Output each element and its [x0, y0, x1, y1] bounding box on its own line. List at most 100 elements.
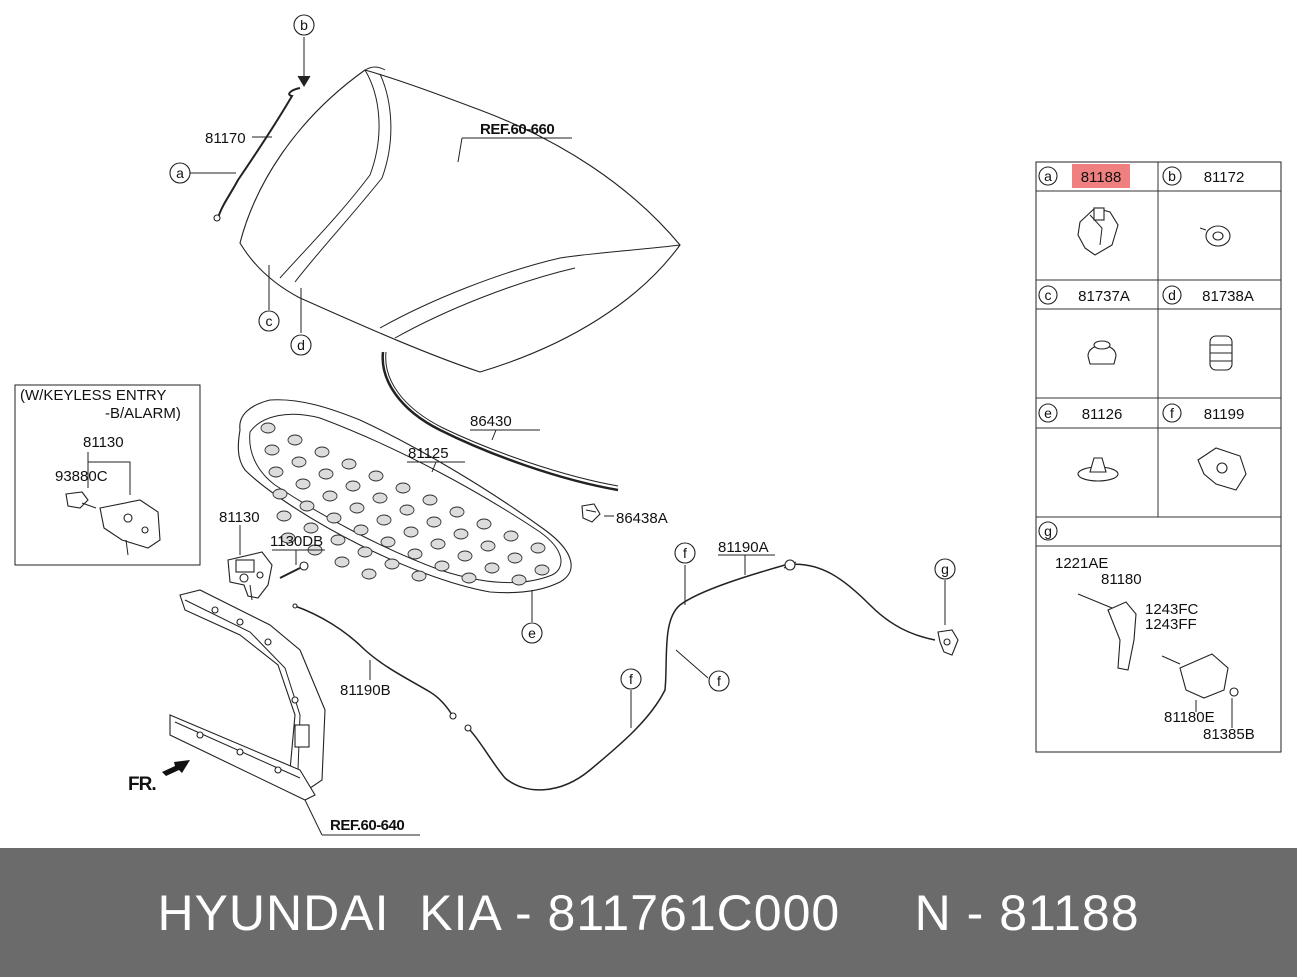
- table-letter-a: a: [1044, 168, 1052, 184]
- pad-hole: [534, 564, 550, 576]
- table-letter-g: g: [1044, 523, 1052, 539]
- pad-hole: [349, 502, 365, 514]
- pad-hole: [318, 468, 334, 480]
- clip-81188-icon: [1077, 207, 1119, 256]
- pad-hole: [268, 466, 284, 478]
- hood-latch-diagram: REF.60-660 REF.60-640 FR. 81170 86430 81…: [14, 14, 1282, 836]
- bumper-81737A-icon: [1087, 340, 1117, 365]
- pad-hole: [276, 510, 292, 522]
- pad-hole: [476, 518, 492, 530]
- table-letter-c: c: [1045, 287, 1052, 303]
- table-part-81738A: 81738A: [1202, 288, 1254, 305]
- pad-hole: [484, 562, 500, 574]
- pad-hole: [326, 512, 342, 524]
- callout-f-right: f: [717, 673, 721, 689]
- table-letter-e: e: [1044, 405, 1052, 421]
- pad-hole: [264, 444, 280, 456]
- callout-e: e: [528, 625, 536, 641]
- inset-title-line2: -B/ALARM): [105, 405, 181, 422]
- table-part-81180: 81180: [1101, 571, 1142, 588]
- hood-release-cable-a: [467, 563, 936, 791]
- part-number-banner: HYUNDAI KIA - 811761C000 N - 81188: [0, 848, 1297, 977]
- weatherstrip-clip: [581, 503, 601, 523]
- pad-hole: [426, 516, 442, 528]
- callouts: b a c d e f f f g: [169, 14, 956, 692]
- front-label: FR.: [128, 774, 156, 795]
- inset-title-line1: (W/KEYLESS ENTRY: [20, 387, 166, 404]
- pad-hole: [453, 528, 469, 540]
- pad-hole: [291, 456, 307, 468]
- table-letter-f: f: [1170, 405, 1174, 421]
- inset-label-81130: 81130: [83, 434, 124, 451]
- hood-latch: [227, 551, 273, 601]
- label-81130-main: 81130: [219, 509, 260, 526]
- pad-hole: [457, 550, 473, 562]
- pad-hole: [511, 574, 527, 586]
- pad-hole: [295, 478, 311, 490]
- pad-hole: [330, 534, 346, 546]
- table-part-81126: 81126: [1082, 406, 1123, 423]
- pad-hole: [422, 494, 438, 506]
- pad-hole: [480, 540, 496, 552]
- pad-hole: [461, 572, 477, 584]
- callout-a: a: [176, 165, 184, 181]
- pad-hole: [287, 434, 303, 446]
- table-part-81737A: 81737A: [1078, 288, 1130, 305]
- pad-hole: [334, 556, 350, 568]
- radiator-support-frame: [169, 589, 326, 801]
- callout-f-bottom: f: [629, 671, 633, 687]
- pad-hole: [434, 560, 450, 572]
- table-part-81172: 81172: [1204, 169, 1245, 186]
- pad-hole: [407, 548, 423, 560]
- hood-release-cable-b: [294, 605, 453, 716]
- grommet-81172-icon: [1199, 225, 1231, 247]
- table-part-1221AE: 1221AE: [1055, 555, 1108, 572]
- table-part-81199: 81199: [1204, 406, 1245, 423]
- pad-hole: [372, 492, 388, 504]
- hood-panel: [239, 66, 681, 373]
- table-letter-b: b: [1168, 168, 1176, 184]
- pad-hole: [361, 568, 377, 580]
- callout-b: b: [300, 17, 308, 33]
- pad-hole: [260, 422, 276, 434]
- pad-hole: [345, 480, 361, 492]
- label-1130DB: 1130DB: [270, 533, 323, 550]
- label-81170: 81170: [205, 130, 246, 147]
- pad-hole: [357, 546, 373, 558]
- table-part-81385B: 81385B: [1203, 726, 1255, 743]
- part-labels: REF.60-660 REF.60-640 FR. 81170 86430 81…: [128, 121, 769, 834]
- pad-hole: [299, 500, 315, 512]
- label-81125: 81125: [408, 445, 449, 462]
- inset-label-93880C: 93880C: [55, 468, 108, 485]
- release-handle-icon: [1077, 593, 1239, 728]
- pad-hole: [503, 530, 519, 542]
- ref-hood-label: REF.60-660: [480, 121, 554, 138]
- label-81190A: 81190A: [718, 539, 769, 556]
- leader-lines: [190, 37, 946, 836]
- front-arrow-icon: [162, 760, 190, 776]
- callout-g: g: [941, 561, 949, 577]
- part-number-text: HYUNDAI KIA - 811761C000 N - 81188: [157, 884, 1140, 941]
- table-part-81180E: 81180E: [1164, 709, 1215, 726]
- cable-end-fitting: [937, 629, 959, 656]
- pad-hole: [353, 524, 369, 536]
- table-part-1243FC: 1243FC: [1145, 601, 1199, 618]
- pad-hole: [380, 536, 396, 548]
- pad-hole: [368, 470, 384, 482]
- callout-c: c: [266, 313, 273, 329]
- table-letter-d: d: [1168, 287, 1176, 303]
- pad-hole: [430, 538, 446, 550]
- pad-hole: [280, 532, 296, 544]
- pad-hole: [449, 506, 465, 518]
- bumper-81738A-icon: [1209, 335, 1233, 371]
- pad-hole: [530, 542, 546, 554]
- highlight-81188: [1072, 164, 1130, 188]
- pad-hole: [303, 522, 319, 534]
- callout-f-top: f: [683, 545, 687, 561]
- pad-hole: [399, 504, 415, 516]
- hood-weatherstrip: [381, 351, 619, 492]
- pad-hole: [411, 570, 427, 582]
- pad-hole: [314, 446, 330, 458]
- keyless-entry-inset: (W/KEYLESS ENTRY -B/ALARM) 81130 93880C: [14, 384, 201, 566]
